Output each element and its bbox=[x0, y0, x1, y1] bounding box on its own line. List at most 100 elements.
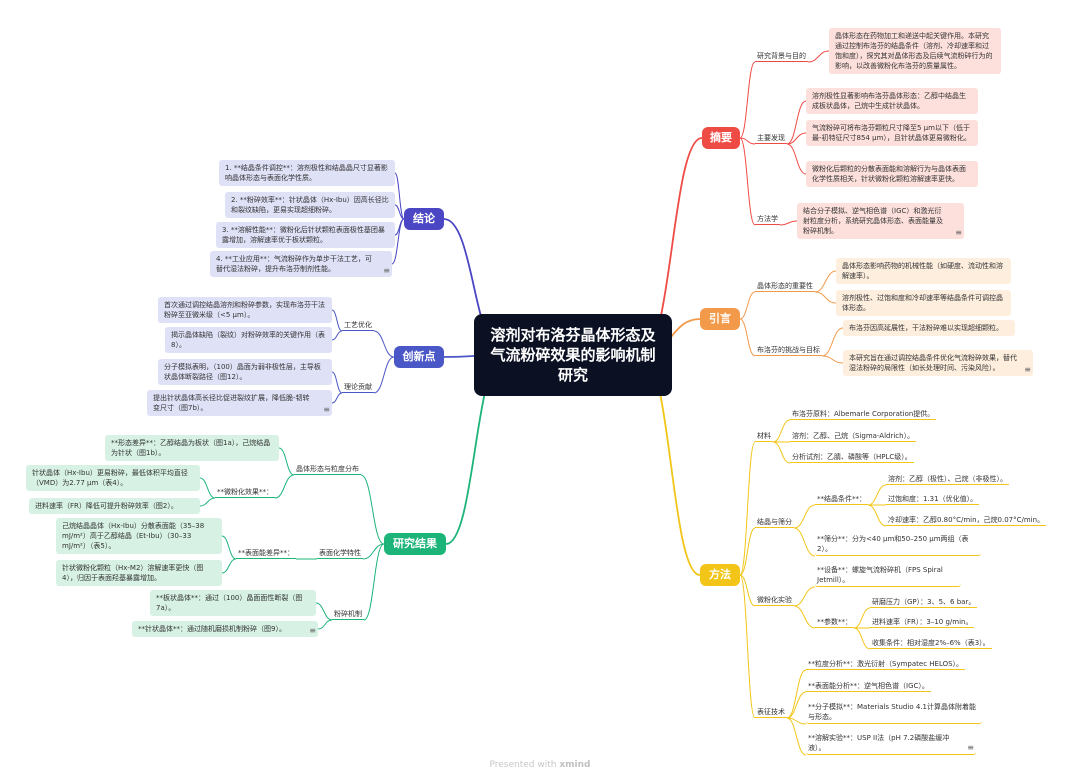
abstract-finding-item[interactable]: 气流粉碎可将布洛芬颗粒尺寸降至5 μm以下（低于最-初特征尺寸854 μm），且… bbox=[806, 120, 978, 146]
surface-energy-item[interactable]: 针状微粉化颗粒（Hx-M2）溶解速率更快（图4），归因于表面羟基暴露增加。 bbox=[56, 560, 222, 586]
abstract-background-label[interactable]: 研究背景与目的 bbox=[755, 52, 808, 62]
abstract-background-text[interactable]: 晶体形态在药物加工和递送中起关键作用。本研究通过控制布洛芬的结晶条件（溶剂、冷却… bbox=[829, 28, 1001, 74]
conclusion-item[interactable]: 1. **结晶条件调控**：溶剂极性和结晶晶尺寸显著影响晶体形态与表面化学性质。 bbox=[219, 160, 395, 186]
intro-challenge-text: 本研究旨在通过调控结晶条件优化气流粉碎效果，替代湿法粉碎的局限性（如长处理时间、… bbox=[849, 354, 1017, 372]
connector-line bbox=[221, 558, 237, 574]
intro-challenge-item[interactable]: 本研究旨在通过调控结晶条件优化气流粉碎效果，替代湿法粉碎的局限性（如长处理时间、… bbox=[843, 350, 1033, 376]
note-icon: ≡ bbox=[383, 266, 390, 275]
characterization-item-text: **溶解实验**：USP II法（pH 7.2磷酸盐缓冲液）。 bbox=[808, 734, 950, 752]
abstract-findings-label[interactable]: 主要发现 bbox=[755, 134, 787, 144]
intro-importance-item[interactable]: 晶体形态影响药物的机械性能（如硬度、流动性和溶解速率）。 bbox=[836, 258, 1011, 284]
morphology-milling-item[interactable]: 进料速率（FR）降低可提升粉碎效率（图2）。 bbox=[29, 498, 200, 514]
branch-intro[interactable]: 引言 bbox=[700, 308, 740, 330]
connector-line bbox=[821, 327, 844, 357]
milling-param-item[interactable]: 收集条件：相对湿度2%–6%（表3）。 bbox=[870, 639, 992, 649]
characterization-item[interactable]: **粒度分析**：激光衍射（Sympatec HELOS）。 bbox=[806, 660, 966, 670]
connector-line bbox=[814, 291, 837, 304]
mechanism-item[interactable]: **针状晶体**：通过随机磨损机制粉碎（图9）。≡ bbox=[132, 621, 318, 637]
branch-results-label: 研究结果 bbox=[393, 537, 437, 550]
milling-param-item[interactable]: 研磨压力（GP）：3、5、6 bar。 bbox=[870, 598, 978, 608]
surface-energy-item[interactable]: 己烷结晶晶体（Hx-Ibu）分散表面能（35–38 mJ/m²）高于乙醇结晶（E… bbox=[56, 518, 222, 554]
characterization-item[interactable]: **溶解实验**：USP II法（pH 7.2磷酸盐缓冲液）。≡ bbox=[806, 732, 976, 755]
abstract-finding-item[interactable]: 微粉化后颗粒的分散表面能和溶解行为与晶体表面化学性质相关，针状微粉化颗粒溶解速率… bbox=[806, 161, 978, 187]
crystallization-sieving[interactable]: **筛分**：分为<40 μm和50–250 μm两组（表2）。 bbox=[815, 533, 981, 556]
crystallization-condition-item[interactable]: 过饱和度：1.31（优化值）。 bbox=[886, 495, 980, 505]
conclusion-item[interactable]: 3. **溶解性能**：微粉化后针状颗粒表面极性基团暴露增加，溶解速率优于板状颗… bbox=[216, 222, 395, 248]
abstract-method-text[interactable]: 结合分子模拟、逆气相色谱（IGC）和激光衍射粒度分析，系统研究晶体形态、表面能量… bbox=[797, 203, 964, 239]
characterization-item[interactable]: **分子模拟**：Materials Studio 4.1计算晶体附着能与形态。 bbox=[806, 701, 982, 724]
note-icon: ≡ bbox=[323, 405, 330, 414]
connector-line bbox=[786, 691, 807, 719]
results-surface-label[interactable]: 表面化学特性 bbox=[317, 549, 363, 559]
branch-conclusion[interactable]: 结论 bbox=[404, 208, 444, 230]
intro-importance-item[interactable]: 溶剂极性、过饱和度和冷却速率等结晶条件可调控晶体形态。 bbox=[836, 290, 1011, 316]
results-morphology-label[interactable]: 晶体形态与粒度分布 bbox=[294, 465, 361, 475]
connector-line bbox=[331, 309, 343, 332]
branch-intro-label: 引言 bbox=[709, 312, 731, 325]
connector-line bbox=[739, 574, 756, 607]
crystallization-condition-item[interactable]: 溶剂：乙醇（极性）、己烷（非极性）。 bbox=[886, 475, 1009, 485]
branch-methods-label: 方法 bbox=[709, 568, 731, 581]
branch-abstract[interactable]: 摘要 bbox=[702, 127, 740, 149]
intro-importance-label[interactable]: 晶体形态的重要性 bbox=[755, 282, 815, 292]
methods-milling-label[interactable]: 微粉化实验 bbox=[755, 596, 794, 606]
innovation-process-item[interactable]: 揭示晶体缺陷（裂纹）对粉碎效率的关键作用（表8）。 bbox=[165, 327, 332, 353]
morphology-shape-diff[interactable]: **形态差异**：乙醇结晶为板状（图1a），己烷结晶为针状（图1b）。 bbox=[105, 435, 279, 461]
methods-material-item[interactable]: 布洛芬原料：Albemarle Corporation提供。 bbox=[790, 410, 937, 420]
note-icon: ≡ bbox=[309, 626, 316, 635]
connector-line bbox=[278, 447, 295, 476]
connector-line bbox=[793, 527, 816, 557]
innovation-theory-item[interactable]: 分子模拟表明，（100）晶面为弱非极性层，主导板状晶体断裂路径（图12）。 bbox=[158, 359, 332, 385]
connector-line bbox=[199, 477, 216, 499]
crystallization-condition-item[interactable]: 冷却速率：乙醇0.80°C/min，己烷0.07°C/min。 bbox=[886, 516, 1047, 526]
branch-methods[interactable]: 方法 bbox=[700, 564, 740, 586]
morphology-milling-label[interactable]: **微粉化效果**： bbox=[215, 488, 275, 498]
characterization-item[interactable]: **表面能分析**：逆气相色谱（IGC）。 bbox=[806, 682, 931, 692]
footer-prefix: Presented with bbox=[489, 760, 557, 770]
branch-innovation[interactable]: 创新点 bbox=[394, 346, 444, 368]
footer-brand: xmind bbox=[559, 760, 591, 770]
connector-line bbox=[274, 474, 295, 499]
footer-credit: Presented with xmind bbox=[0, 760, 1080, 770]
branch-results[interactable]: 研究结果 bbox=[384, 533, 446, 555]
crystallization-conditions-label[interactable]: **结晶条件**： bbox=[815, 495, 868, 505]
connector-line bbox=[739, 137, 756, 226]
branch-innovation-label: 创新点 bbox=[402, 350, 436, 363]
central-topic[interactable]: 溶剂对布洛芬晶体形态及气流粉碎效果的影响机制研究 bbox=[474, 314, 672, 396]
methods-materials-label[interactable]: 材料 bbox=[755, 432, 773, 442]
innovation-theory-item[interactable]: 提出针状晶体高长径比促进裂纹扩展，降低脆-韧转变尺寸（图7b）。≡ bbox=[147, 390, 332, 416]
connector-line bbox=[772, 419, 791, 443]
innovation-process-item[interactable]: 首次通过调控结晶溶剂和粉碎参数，实现布洛芬干法粉碎至亚微米级（<5 μm）。 bbox=[158, 297, 332, 323]
results-mechanism-label[interactable]: 粉碎机制 bbox=[332, 610, 364, 620]
connector-line bbox=[221, 535, 237, 560]
connector-line bbox=[772, 441, 791, 464]
innovation-process-label[interactable]: 工艺优化 bbox=[342, 321, 374, 331]
methods-crystallization-label[interactable]: 结晶与筛分 bbox=[755, 518, 794, 528]
note-icon: ≡ bbox=[955, 228, 962, 237]
connector-line bbox=[331, 330, 343, 341]
abstract-finding-item[interactable]: 溶剂极性显著影响布洛芬晶体形态：乙醇中结晶生成板状晶体，己烷中生成针状晶体。 bbox=[806, 88, 978, 114]
methods-material-item[interactable]: 分析试剂：乙腈、磷酸等（HPLC级）。 bbox=[790, 453, 914, 463]
connector-line bbox=[786, 132, 807, 145]
connector-line bbox=[362, 543, 385, 560]
connector-line bbox=[867, 504, 887, 527]
morphology-milling-item[interactable]: 针状晶体（Hx-Ibu）更易粉碎，最低体积平均直径（VMD）为2.77 μm（表… bbox=[26, 465, 200, 491]
connector-line bbox=[739, 527, 756, 576]
mechanism-item[interactable]: **板状晶体**：通过（100）晶面面性断裂（图7a）。 bbox=[150, 590, 316, 616]
milling-equipment[interactable]: **设备**：螺旋气流粉碎机（FPS Spiral Jetmill）。 bbox=[815, 564, 961, 587]
methods-material-item[interactable]: 溶剂：乙醇、己烷（Sigma-Aldrich）。 bbox=[790, 432, 917, 442]
abstract-method-label[interactable]: 方法学 bbox=[755, 215, 780, 225]
conclusion-item[interactable]: 2. **粉碎效率**：针状晶体（Hx-Ibu）因高长径比和裂纹缺陷，更易实现超… bbox=[225, 192, 395, 218]
methods-characterization-label[interactable]: 表征技术 bbox=[755, 708, 787, 718]
milling-param-item[interactable]: 进料速率（FR）：3–10 g/min。 bbox=[870, 618, 975, 628]
note-icon: ≡ bbox=[1024, 365, 1031, 374]
intro-challenge-item[interactable]: 布洛芬因高延展性，干法粉碎难以实现超细颗粒。 bbox=[843, 320, 1015, 336]
connector-line bbox=[793, 586, 816, 607]
connector-line bbox=[317, 619, 333, 630]
connector-line bbox=[867, 484, 887, 506]
milling-params-label[interactable]: **参数**： bbox=[815, 618, 854, 628]
intro-challenges-label[interactable]: 布洛芬的挑战与目标 bbox=[755, 346, 822, 356]
conclusion-item[interactable]: 4. **工业应用**：气流粉碎作为单步干法工艺，可替代湿法粉碎，提升布洛芬制剂… bbox=[210, 251, 392, 277]
innovation-theory-label[interactable]: 理论贡献 bbox=[342, 383, 374, 393]
surface-energy-label[interactable]: **表面能差异**： bbox=[236, 549, 296, 559]
